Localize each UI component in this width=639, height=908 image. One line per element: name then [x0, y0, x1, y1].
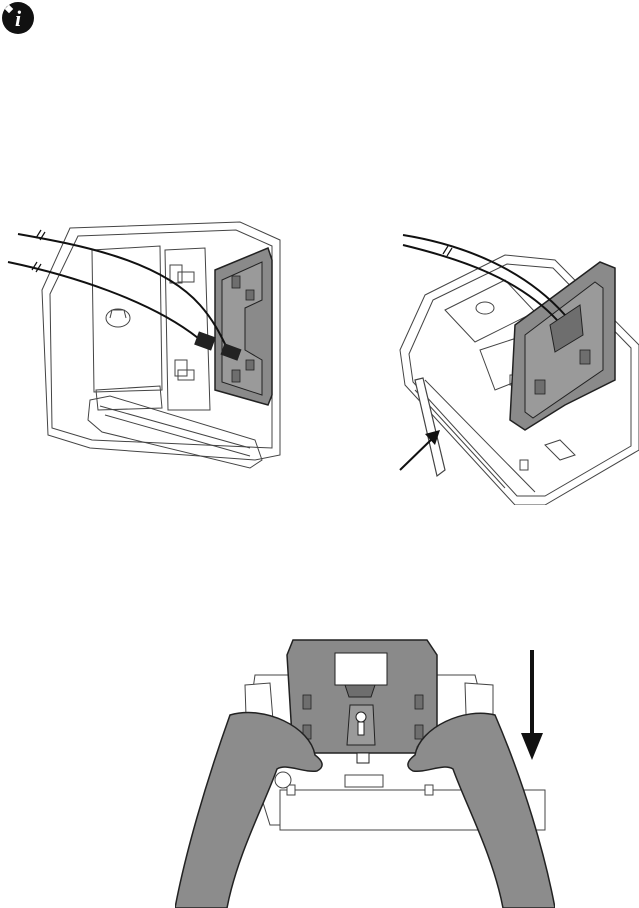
fig-bracket-slide-down — [175, 635, 555, 908]
info-note-icon: i — [0, 0, 36, 36]
wall-mount-bracket-icon — [175, 635, 555, 908]
down-arrow-icon — [521, 650, 543, 760]
telephone-base-icon — [0, 210, 300, 480]
wall-mount-bracket-icon — [510, 262, 615, 430]
wall-mount-bracket-icon — [215, 248, 272, 405]
svg-text:i: i — [15, 6, 22, 31]
telephone-base-icon — [385, 220, 639, 505]
fig-cords-connected — [0, 210, 300, 480]
fig-bracket-mounted — [385, 220, 639, 505]
